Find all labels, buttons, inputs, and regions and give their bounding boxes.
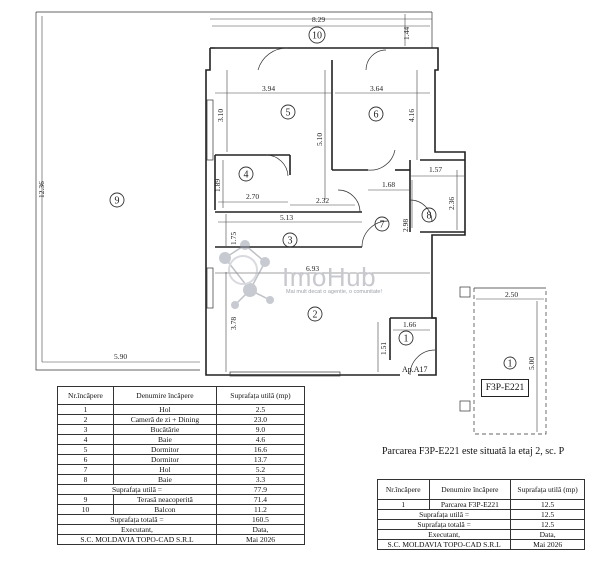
dim-room6-depth: 4.16 [407,109,416,122]
parking-label-box: F3P-E221 [481,379,529,397]
svg-text:3: 3 [288,236,293,247]
col-header-name: Denumire încăpere [428,479,512,500]
apartment-label: Ap.A17 [402,365,428,374]
svg-text:8: 8 [427,211,432,222]
dimension-lines [210,14,465,372]
svg-text:7: 7 [380,220,385,231]
dim-overall-width: 8.29 [312,15,325,24]
dim-room4-height: 1.89 [213,179,222,192]
useful-area-row: Suprafața utilă =12.5 [376,509,585,520]
dim-living-depth: 3.78 [229,317,238,330]
dim-top-gap: 1.44 [402,27,411,40]
room-marker-8: 8 [421,207,437,223]
room-marker-9: 9 [109,192,125,208]
room-marker-4: 4 [238,166,254,182]
table-header-row: Nr.încăpere Denumire încăpere Suprafața … [57,386,306,405]
dim-parking-depth: 5.00 [527,357,536,370]
parking-space: 1 2.50 5.00 [459,286,547,435]
dim-room5-height: 3.10 [216,109,225,122]
rooms-area-table: Nr.încăpere Denumire încăpere Suprafața … [57,386,306,545]
dim-entry-depth: 1.51 [379,342,388,355]
dim-corridor-width: 2.32 [316,196,329,205]
room-marker-6: 6 [368,106,384,122]
col-header-area: Suprafața utilă (mp) [510,479,585,500]
svg-text:9: 9 [115,196,120,207]
room-marker-2: 2 [307,306,323,322]
room-marker-3: 3 [282,232,298,248]
svg-text:6: 6 [374,110,379,121]
svg-text:1: 1 [404,334,409,345]
door-swings [257,47,436,376]
svg-text:4: 4 [244,170,249,181]
balcony-outline [210,11,433,48]
svg-text:2: 2 [313,310,318,321]
useful-area-row: Suprafața utilă =77.9 [57,484,306,495]
total-area-row: Suprafața totală =12.5 [376,519,585,530]
dim-overall-depth: 12.36 [37,181,46,198]
room-marker-5: 5 [280,104,296,120]
dim-room5-width: 3.94 [262,84,275,93]
total-area-row: Suprafața totală =160.5 [57,514,306,525]
svg-text:5: 5 [286,108,291,119]
table-header-row: Nr.încăpere Denumire încăpere Suprafața … [377,479,585,500]
room-marker-10: 10 [308,26,326,44]
dim-parking-width: 2.50 [505,290,518,299]
executant-row: Executant,Data, [57,524,306,535]
dim-hall-width: 1.68 [382,180,395,189]
col-header-number: Nr.încăpere [377,479,430,500]
parking-caption: Parcarea F3P-E221 este situată la etaj 2… [382,446,565,457]
dim-room8-depth: 2.36 [447,197,456,210]
dim-room7-depth: 2.98 [401,219,410,232]
parking-area-table: Nr.încăpere Denumire încăpere Suprafața … [376,479,585,550]
dim-room4-width: 2.70 [246,192,259,201]
executant-row: Executant,Data, [376,529,585,540]
dim-living-width: 6.93 [306,264,319,273]
room-marker-1: 1 [398,330,414,346]
dim-kitchen-width: 5.13 [280,213,293,222]
col-header-name: Denumire încăpere [112,386,217,405]
terrace-outline [35,11,210,371]
dim-room6-width: 3.64 [370,84,383,93]
watermark-tagline: Mai mult decat o agentie, o comunitate! [286,289,382,295]
dim-room8-width: 1.57 [429,165,442,174]
dim-kitchen-depth: 1.75 [229,232,238,245]
apartment-walls [205,47,466,376]
parking-number: 1 [508,359,513,370]
col-header-number: Nr.încăpere [57,386,114,405]
watermark-name: ImoHub [282,262,377,292]
room-marker-7: 7 [374,216,390,232]
col-header-area: Suprafața utilă (mp) [215,386,306,405]
dim-terrace-width: 5.90 [114,352,127,361]
watermark-logo-icon [219,240,274,309]
dim-room5-depth: 5.10 [315,133,324,146]
dim-entry-width: 1.66 [403,320,416,329]
svg-text:10: 10 [312,31,322,42]
window-marks [206,99,341,377]
